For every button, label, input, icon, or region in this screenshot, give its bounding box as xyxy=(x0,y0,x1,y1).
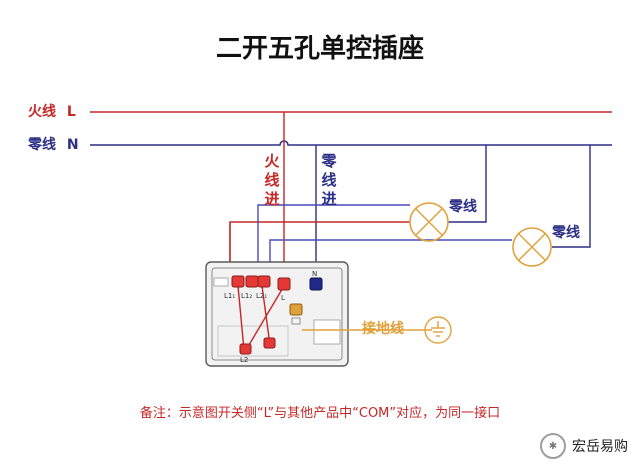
neutral-line-label: 零线 N xyxy=(28,134,79,154)
neutral-line-name: 零线 xyxy=(28,137,56,153)
internal-link-3 xyxy=(245,285,285,351)
terminal-ground xyxy=(289,303,303,325)
internal-link-1 xyxy=(237,285,245,351)
terminal-l1b-label: L1₂ xyxy=(241,292,253,300)
neutral-line xyxy=(90,140,612,146)
terminal-l1b xyxy=(245,275,259,288)
ground-label: 接地线 xyxy=(362,321,404,337)
neutral-in-label: 零线进 xyxy=(321,152,337,208)
page-title: 二开五孔单控插座 xyxy=(215,34,424,64)
lamp-1 xyxy=(409,202,449,242)
socket-body xyxy=(205,261,349,367)
terminal-l-label: L xyxy=(281,294,285,302)
brand-watermark: ✱ 宏岳易购 xyxy=(540,433,628,459)
terminal-mid xyxy=(263,337,276,349)
brand-name: 宏岳易购 xyxy=(572,439,628,455)
terminal-l2b-label: L2 xyxy=(240,356,249,364)
terminal-n xyxy=(309,277,323,291)
terminal-l1 xyxy=(231,275,245,288)
terminal-l2b xyxy=(239,343,252,355)
lamp1-neutral-wire xyxy=(448,145,487,223)
lamp2-neutral-label: 零线 xyxy=(552,225,580,241)
live-in-label: 火线进 xyxy=(264,152,280,208)
live-line-letter: L xyxy=(66,104,76,120)
ground-icon xyxy=(424,316,452,344)
live-line-name: 火线 xyxy=(28,104,56,120)
terminal-l2-label: L2₁ xyxy=(256,292,268,300)
terminal-l1-label: L1₁ xyxy=(224,292,236,300)
terminal-n-label: N xyxy=(312,270,318,278)
live-bus-wire xyxy=(229,221,410,262)
lamp2-switch-wire xyxy=(269,239,512,262)
footnote: 备注：示意图开关侧“L”与其他产品中“COM”对应，为同一接口 xyxy=(139,406,501,421)
terminal-l xyxy=(277,277,291,291)
lamp2-neutral-wire xyxy=(552,145,591,248)
live-line-label: 火线 L xyxy=(28,101,76,121)
lamp1-switch-wire xyxy=(257,204,410,262)
neutral-line-letter: N xyxy=(66,137,79,153)
lamp-2 xyxy=(512,227,552,267)
terminal-l2 xyxy=(257,275,271,288)
brand-logo-icon: ✱ xyxy=(540,433,566,459)
lamp1-neutral-label: 零线 xyxy=(449,199,477,215)
